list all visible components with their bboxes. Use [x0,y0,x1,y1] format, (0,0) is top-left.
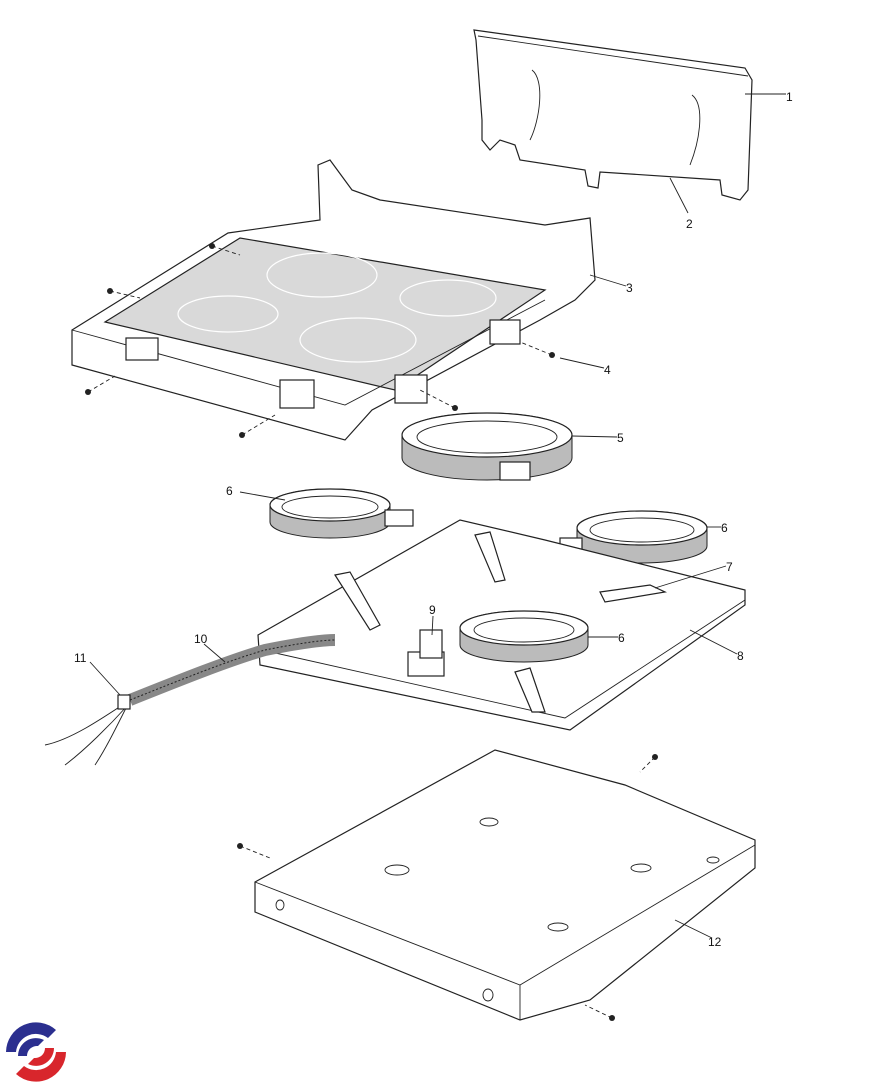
callout-8: 8 [737,649,744,663]
callout-2: 2 [686,217,693,231]
callout-11: 11 [74,651,87,665]
callout-1: 1 [786,90,793,104]
callout-6-left: 6 [226,484,233,498]
part-4-screws [85,243,555,438]
callout-12: 12 [708,935,722,949]
brand-logo [6,1022,66,1082]
part-5-large-element [401,412,573,481]
part-6-element-center [459,610,589,663]
callout-10: 10 [194,632,208,646]
part-1-rear-panel [473,29,753,201]
part-3-cooktop [71,159,596,441]
part-9-switch [407,629,445,677]
callout-3: 3 [626,281,633,295]
callout-4: 4 [604,363,611,377]
callout-6-right: 6 [721,521,728,535]
leader-lines [89,93,786,939]
part-12-bottom-panel [237,749,756,1021]
part-6-element-left [269,488,414,539]
callout-labels: 1 2 3 4 5 6 6 7 6 9 8 10 11 12 [74,90,793,949]
callout-9: 9 [429,603,436,617]
part-6-element-right [559,510,708,564]
callout-6-center: 6 [618,631,625,645]
part-10-conduit [44,634,336,766]
callout-7: 7 [726,560,733,574]
callout-5: 5 [617,431,624,445]
